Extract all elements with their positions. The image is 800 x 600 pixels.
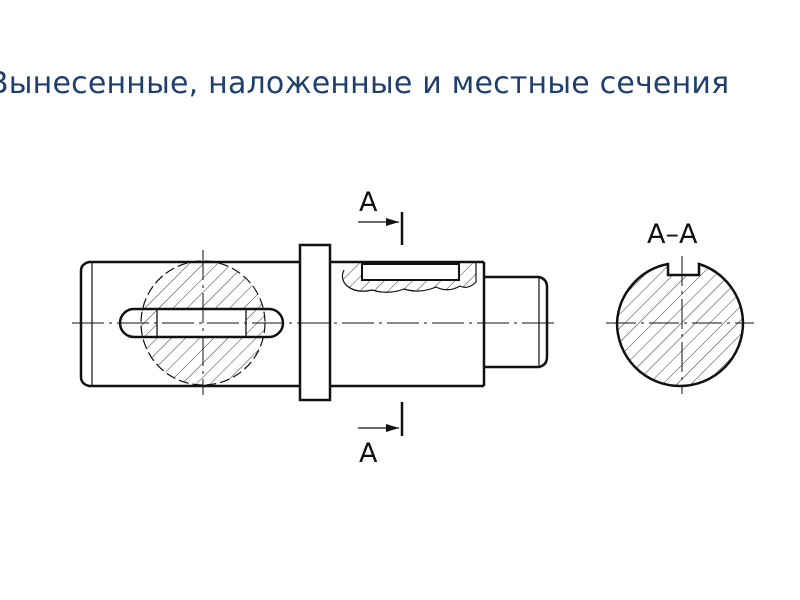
cut-label-top: A [359,187,378,218]
slide-title: Вынесенные, наложенные и местные сечения [0,66,730,101]
cutting-plane-bottom: A [358,402,404,469]
shaft-right-end [484,275,549,369]
cutting-plane-top: A [358,187,404,245]
section-label: A–A [647,219,698,250]
removed-section: A–A [606,219,754,394]
cut-label-bottom: A [359,438,378,469]
shaft-left-part [79,260,300,388]
local-section [341,262,477,293]
